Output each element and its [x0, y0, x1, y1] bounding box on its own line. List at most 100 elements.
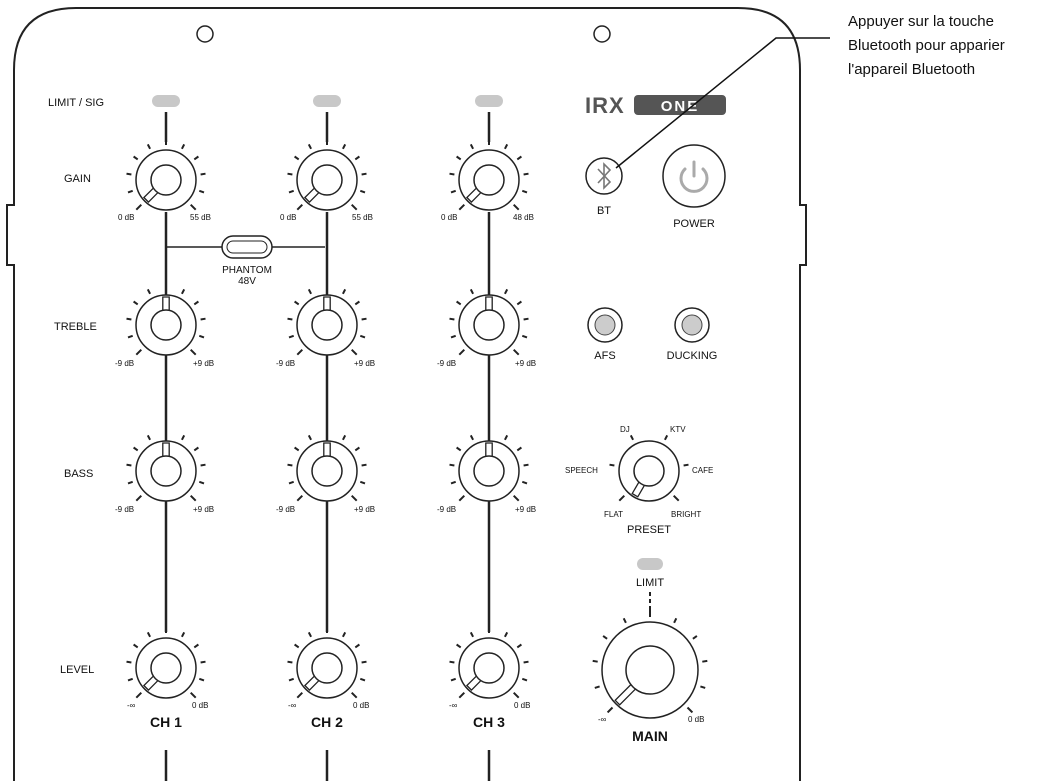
ch2-level-knob[interactable] [287, 626, 367, 699]
ch1-treble-knob-tick [146, 288, 151, 295]
ch2-treble-knob-tick [296, 348, 304, 356]
preset-cafe: CAFE [692, 466, 713, 475]
ch1-gain-knob-tick [146, 143, 151, 150]
ch1-bass-knob-tick [200, 463, 206, 467]
ch3-level-max: 0 dB [514, 701, 530, 710]
ch3-treble-knob-tick [504, 288, 509, 295]
ch3-level-knob-tick [469, 631, 474, 638]
ch1-gain-min: 0 dB [118, 213, 134, 222]
ducking-led [681, 314, 703, 336]
bluetooth-icon [597, 162, 612, 190]
channel-signal-lines [164, 112, 651, 781]
ch2-level-knob-tick [288, 677, 295, 682]
ch2-treble-knob[interactable] [287, 283, 367, 356]
main-level-knob-tick [622, 617, 627, 624]
ch2-bass-knob-tick [361, 463, 367, 467]
ch2-treble-knob-tick [288, 334, 295, 339]
ch1-bass-knob-tick [135, 494, 143, 502]
ch3-bass-knob[interactable] [449, 429, 529, 502]
ch1-gain-knob[interactable] [126, 138, 206, 211]
ch3-gain-knob-tick [449, 172, 455, 176]
preset-ktv: KTV [670, 425, 686, 434]
ch3-gain-knob-tick [512, 203, 520, 211]
ch3-gain-knob-tick [516, 155, 522, 161]
ch1-gain-knob-cap [150, 164, 182, 196]
phantom-label-line1: PHANTOM [222, 265, 272, 276]
main-level-knob-cap [625, 645, 675, 695]
ch3-bass-knob-tick [516, 446, 522, 452]
preset-selector-knob[interactable] [609, 434, 689, 502]
ch1-treble-knob-tick [198, 334, 205, 339]
ch1-bass-knob-tick [146, 434, 151, 441]
row-label-level: LEVEL [60, 664, 94, 676]
ch3-treble-knob[interactable] [449, 283, 529, 356]
ch1-gain-knob-tick [133, 155, 139, 161]
channel-label-1: CH 1 [150, 714, 182, 730]
ch1-level-knob-tick [189, 691, 197, 699]
phantom-48v-button[interactable] [221, 235, 273, 259]
ch1-gain-max: 55 dB [190, 213, 211, 222]
ch2-level-knob-tick [294, 643, 300, 649]
main-level-knob[interactable] [592, 610, 708, 719]
ch1-bass-knob-tick [181, 434, 186, 441]
ch2-bass-knob-tick [307, 434, 312, 441]
main-level-knob-tick [594, 685, 600, 689]
ch2-gain-knob-tick [294, 155, 300, 161]
ch2-level-knob-tick [307, 631, 312, 638]
main-level-knob-tick [592, 659, 598, 663]
ch1-level-min: -∞ [127, 701, 136, 710]
ch1-gain-knob-tick [200, 172, 206, 176]
phantom-label-line2: 48V [238, 276, 256, 287]
ch2-gain-knob[interactable] [287, 138, 367, 211]
ch2-bass-knob-tick [296, 494, 304, 502]
preset-labels: DJ KTV SPEECH CAFE FLAT BRIGHT PRESET [565, 425, 713, 536]
ch3-level-knob-tick [449, 660, 455, 664]
channel-label-3: CH 3 [473, 714, 505, 730]
ch3-level-knob-tick [456, 643, 462, 649]
ch3-level-knob-tick [521, 677, 528, 682]
knob-range-labels: 0 dB 55 dB 0 dB 55 dB 0 dB 48 dB -9 dB +… [115, 213, 536, 710]
ch1-treble-knob-tick [189, 348, 197, 356]
ch1-level-knob[interactable] [126, 626, 206, 699]
ch2-treble-min: -9 dB [276, 359, 295, 368]
ch3-gain-knob[interactable] [449, 138, 529, 211]
preset-selector-knob-tick [618, 494, 626, 502]
ch1-level-knob-tick [193, 643, 199, 649]
ch2-treble-max: +9 dB [354, 359, 375, 368]
ch1-gain-knob-tick [198, 189, 205, 194]
ch3-gain-max: 48 dB [513, 213, 534, 222]
ch2-gain-max: 55 dB [352, 213, 373, 222]
ch2-treble-knob-tick [359, 334, 366, 339]
power-label: POWER [673, 218, 715, 230]
ch1-treble-knob[interactable] [126, 283, 206, 356]
ch2-bass-knob-tick [350, 494, 358, 502]
preset-selector-knob-tick [609, 463, 615, 467]
ch3-gain-min: 0 dB [441, 213, 457, 222]
ch2-bass-knob-tick [287, 463, 293, 467]
ch1-treble-knob-tick [135, 348, 143, 356]
ch3-level-knob-tick [450, 677, 457, 682]
ch3-bass-knob-tick [450, 480, 457, 485]
ch2-level-knob-tick [342, 631, 347, 638]
ch2-treble-knob-tick [361, 317, 367, 321]
ch2-level-knob-tick [350, 691, 358, 699]
main-level-knob-tick [686, 706, 694, 714]
ch2-gain-knob-tick [287, 172, 293, 176]
knob-layer [126, 95, 708, 719]
ch3-treble-knob-tick [469, 288, 474, 295]
ch3-treble-knob-tick [458, 348, 466, 356]
ch2-bass-knob[interactable] [287, 429, 367, 502]
bluetooth-callout-line [615, 37, 830, 169]
ch2-treble-knob-tick [287, 317, 293, 321]
power-icon [679, 160, 709, 193]
ch1-bass-knob[interactable] [126, 429, 206, 502]
callout-line-3: l'appareil Bluetooth [848, 61, 976, 78]
ch2-gain-knob-tick [350, 203, 358, 211]
ch3-treble-knob-tick [521, 334, 528, 339]
ch2-treble-knob-tick [350, 348, 358, 356]
svg-text:ONE: ONE [661, 98, 700, 115]
ch3-level-knob[interactable] [449, 626, 529, 699]
ch3-level-knob-cap [473, 652, 505, 684]
ch3-bass-knob-tick [504, 434, 509, 441]
ch2-gain-knob-tick [296, 203, 304, 211]
